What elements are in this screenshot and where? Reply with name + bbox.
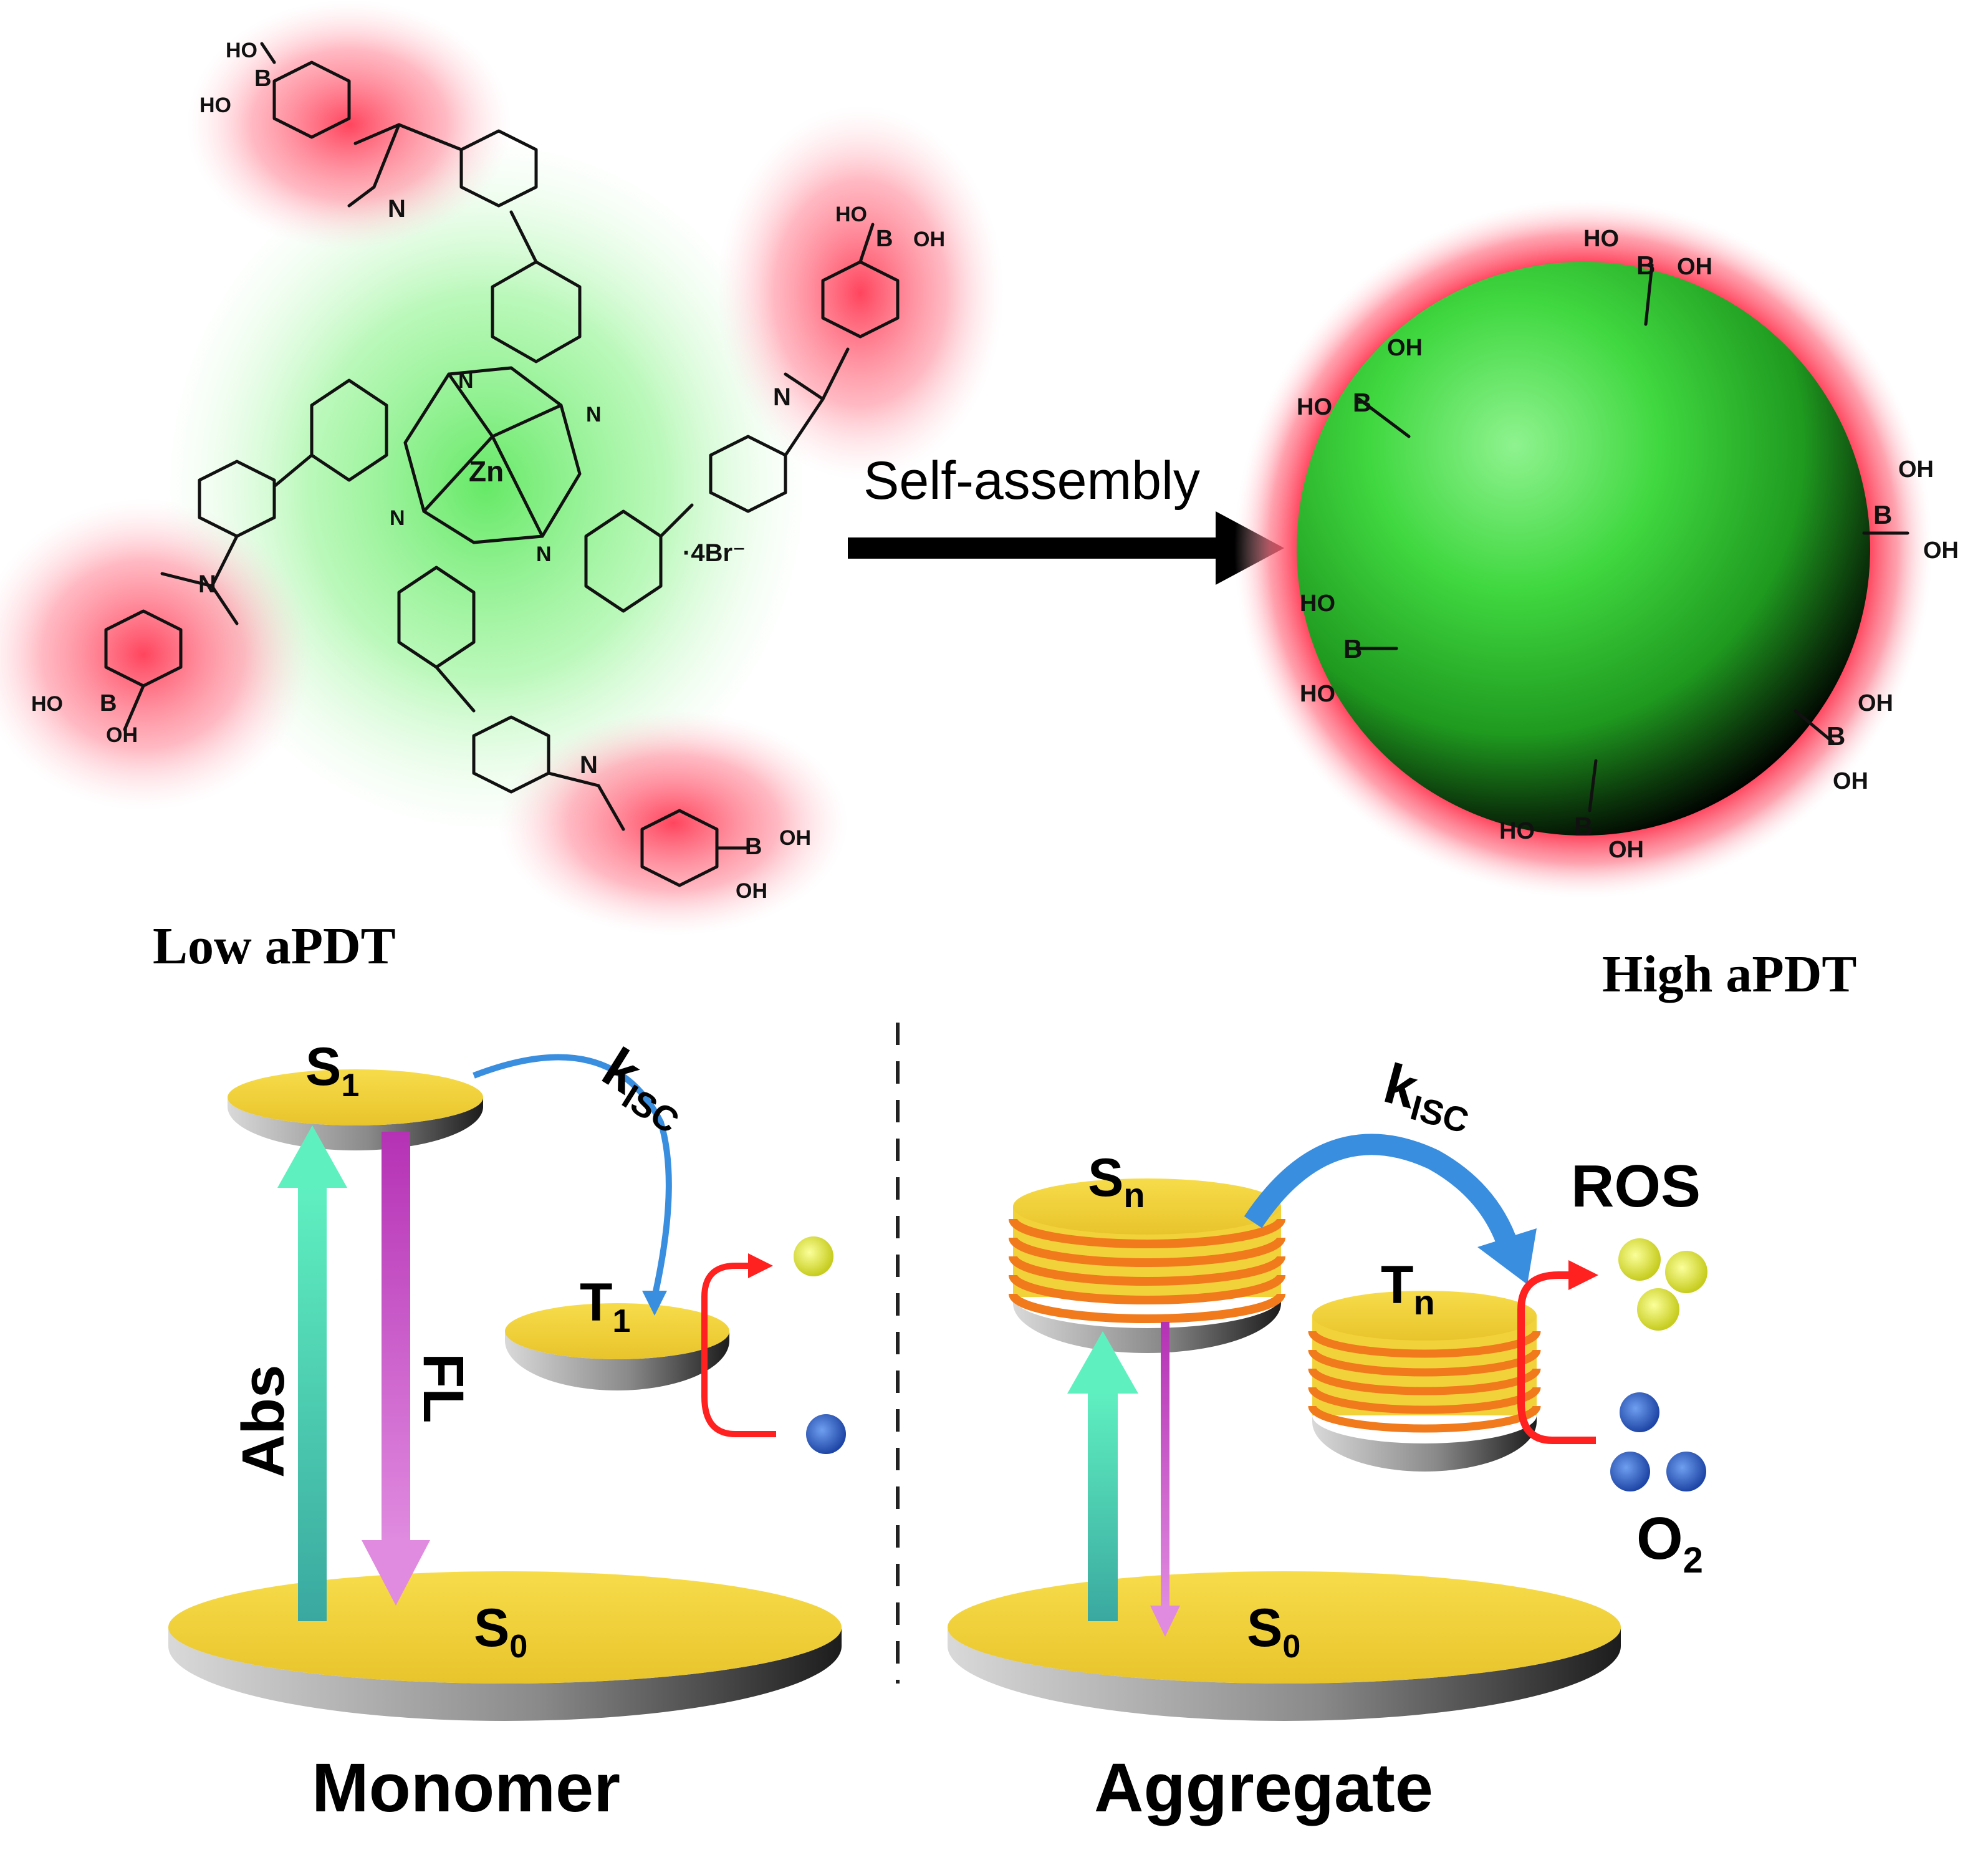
core-green-glow [162, 137, 810, 836]
svg-text:B: B [100, 690, 117, 716]
quaternary-n-bottom: N [580, 751, 598, 779]
svg-text:B: B [1827, 721, 1845, 751]
aggregate-tn-label: Tn [1381, 1255, 1435, 1322]
monomer-abs-label: Abs [230, 1365, 297, 1478]
o2-dots [1610, 1392, 1706, 1491]
aggregate-abs-arrow [1067, 1331, 1138, 1621]
monomer-kisc-label: kISC [589, 1036, 701, 1141]
svg-text:B: B [1353, 388, 1371, 417]
svg-text:OH: OH [1387, 335, 1423, 361]
svg-text:B: B [1873, 500, 1892, 529]
svg-text:HO: HO [1300, 590, 1335, 617]
monomer-reaction-bracket [701, 1253, 776, 1437]
o2-label: O2 [1636, 1505, 1703, 1581]
ros-label: ROS [1571, 1153, 1701, 1220]
counter-ion-label: ·4Br⁻ [683, 539, 746, 567]
svg-text:HO: HO [1583, 226, 1619, 252]
monomer-s0-label: S0 [474, 1598, 527, 1665]
sphere-boronic-2: OH HO B [1297, 335, 1423, 420]
monomer-caption: Monomer [312, 1750, 620, 1826]
boronic-bottom: B OH OH [736, 826, 811, 903]
sphere-boronic-5: OH B OH [1827, 690, 1893, 794]
monomer-o2-dot [806, 1414, 846, 1454]
arm-red-glow-left [0, 499, 312, 811]
svg-text:OH: OH [106, 723, 138, 747]
aggregate-sn-stack [1009, 1178, 1285, 1353]
svg-text:HO: HO [31, 692, 63, 716]
arm-red-glow-top [187, 0, 511, 249]
svg-text:OH: OH [736, 879, 767, 903]
svg-text:HO: HO [1297, 394, 1332, 420]
aza-n-4: N [536, 542, 552, 566]
boronic-top: HO HO B [199, 39, 271, 117]
zn-phthalocyanine-molecule: Zn ·4Br⁻ N N N N [0, 0, 1004, 935]
monomer-fl-arrow [362, 1132, 430, 1606]
svg-text:OH: OH [1677, 254, 1712, 280]
svg-text:B: B [1343, 634, 1362, 663]
monomer-panel: S1 T1 S0 Abs FL kISC Monomer [168, 1036, 846, 1826]
svg-text:HO: HO [1499, 818, 1535, 844]
monomer-s1-label: S1 [305, 1037, 359, 1104]
svg-text:B: B [745, 834, 762, 860]
quaternary-n-right: N [773, 383, 791, 411]
aggregate-caption: Aggregate [1094, 1750, 1433, 1826]
svg-text:OH: OH [1923, 537, 1959, 564]
svg-text:OH: OH [1833, 768, 1868, 794]
svg-text:OH: OH [1608, 837, 1644, 863]
sphere-boronic-6: HO B OH [1499, 812, 1644, 863]
arm-red-glow-right [717, 106, 1004, 480]
low-apdt-label: Low aPDT [153, 917, 396, 975]
monomer-s0-disk [168, 1571, 842, 1721]
monomer-t1-disk [505, 1303, 729, 1390]
svg-text:HO: HO [226, 39, 257, 62]
svg-text:HO: HO [1300, 681, 1335, 707]
monomer-s1-disk [228, 1069, 483, 1150]
boronic-left: HO B OH [31, 690, 138, 747]
svg-text:B: B [1574, 812, 1593, 841]
sphere-boronic-1: HO B OH [1583, 226, 1712, 280]
sphere-boronic-4: HO B HO [1300, 590, 1362, 707]
monomer-abs-arrow [277, 1125, 347, 1621]
high-apdt-label: High aPDT [1602, 945, 1856, 1003]
svg-text:B: B [1636, 251, 1655, 280]
svg-text:OH: OH [1898, 456, 1934, 483]
monomer-ros-dot [794, 1236, 833, 1276]
self-assembly-arrow: Self-assembly [848, 451, 1284, 585]
aza-n-1: N [458, 369, 474, 393]
monomer-kisc-arrow [473, 1054, 672, 1298]
self-assembly-label: Self-assembly [863, 451, 1200, 511]
aggregate-sn-label: Sn [1088, 1148, 1145, 1215]
aggregate-s0-label: S0 [1247, 1598, 1300, 1665]
quaternary-n-top: N [388, 195, 406, 223]
svg-text:OH: OH [779, 826, 811, 850]
aggregate-kisc-label: kISC [1376, 1053, 1480, 1140]
monomer-t1-label: T1 [580, 1273, 630, 1339]
svg-text:OH: OH [913, 228, 945, 251]
svg-text:B: B [254, 65, 271, 92]
boronic-right: HO B OH [835, 203, 945, 252]
svg-text:B: B [876, 226, 893, 252]
monomer-fl-label: FL [411, 1353, 475, 1423]
aza-n-3: N [390, 506, 405, 530]
aggregate-fl-arrow [1150, 1322, 1180, 1637]
sphere-body [1297, 262, 1870, 836]
svg-text:HO: HO [199, 94, 231, 117]
aggregate-panel: Sn Tn S0 kISC ROS O2 Aggregate [948, 1053, 1707, 1826]
arm-red-glow-bottom [499, 711, 848, 935]
aggregate-reaction-bracket [1517, 1260, 1598, 1444]
aggregate-kisc-arrow [1244, 1134, 1519, 1251]
sphere-boronic-3: OH B OH [1873, 456, 1959, 564]
ros-dots [1618, 1238, 1707, 1331]
aza-n-2: N [586, 403, 602, 426]
svg-text:HO: HO [835, 203, 867, 226]
zn-label: Zn [469, 455, 504, 488]
quaternary-n-left: N [198, 571, 216, 598]
nanoparticle-sphere: HO B OH OH HO B OH B OH HO B HO OH B OH … [1234, 200, 1959, 898]
svg-text:OH: OH [1858, 690, 1893, 716]
